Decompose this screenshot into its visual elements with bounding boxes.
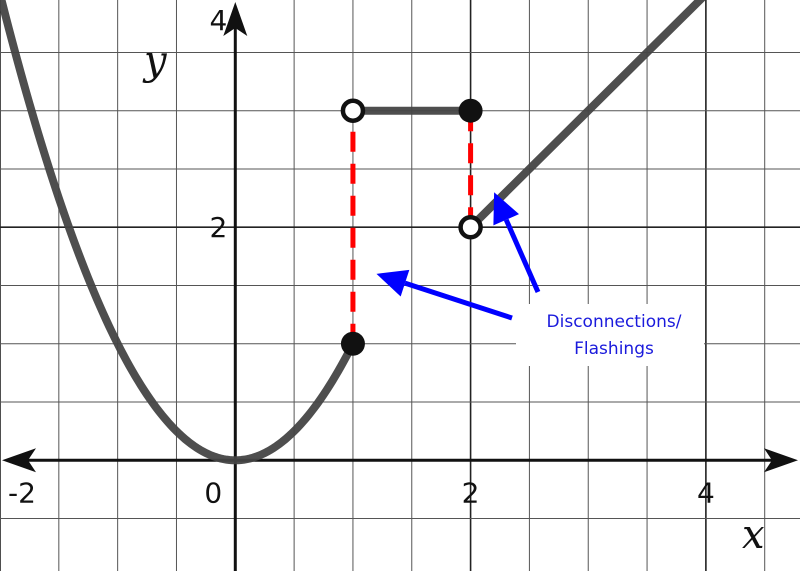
x-axis-label: x xyxy=(742,512,765,558)
curve-linear xyxy=(466,0,706,232)
annotation-arrow-shaft xyxy=(503,218,541,294)
closed-endpoint xyxy=(340,331,365,356)
x-axis-arrow-right xyxy=(764,448,798,473)
annotation-line-1: Disconnections/ xyxy=(547,312,682,332)
y-tick-label: 4 xyxy=(209,4,227,37)
y-axis-label: y xyxy=(142,38,168,84)
annotation-arrow-head xyxy=(493,192,520,226)
annotation-line-2: Flashings xyxy=(574,339,654,359)
x-tick-label: 0 xyxy=(204,476,222,509)
y-axis-arrow-up xyxy=(223,2,248,36)
annotation-box xyxy=(516,304,704,366)
annotation-arrow-head xyxy=(376,269,410,297)
curve-parabola xyxy=(0,0,357,465)
tick-labels: -2 0 2 4 2 4 xyxy=(8,4,715,509)
open-endpoint xyxy=(458,214,483,240)
closed-endpoint xyxy=(458,98,483,123)
annotation: Disconnections/Flashings xyxy=(376,192,704,366)
x-tick-label: -2 xyxy=(8,476,36,509)
endpoints xyxy=(340,98,483,356)
open-endpoint xyxy=(340,98,366,123)
x-tick-label: 2 xyxy=(462,476,480,509)
x-tick-label: 4 xyxy=(697,476,715,509)
x-axis-arrow-left xyxy=(2,448,36,473)
annotation-arrow-shaft xyxy=(404,280,513,321)
function-curves xyxy=(0,0,706,465)
y-tick-label: 2 xyxy=(209,211,227,244)
